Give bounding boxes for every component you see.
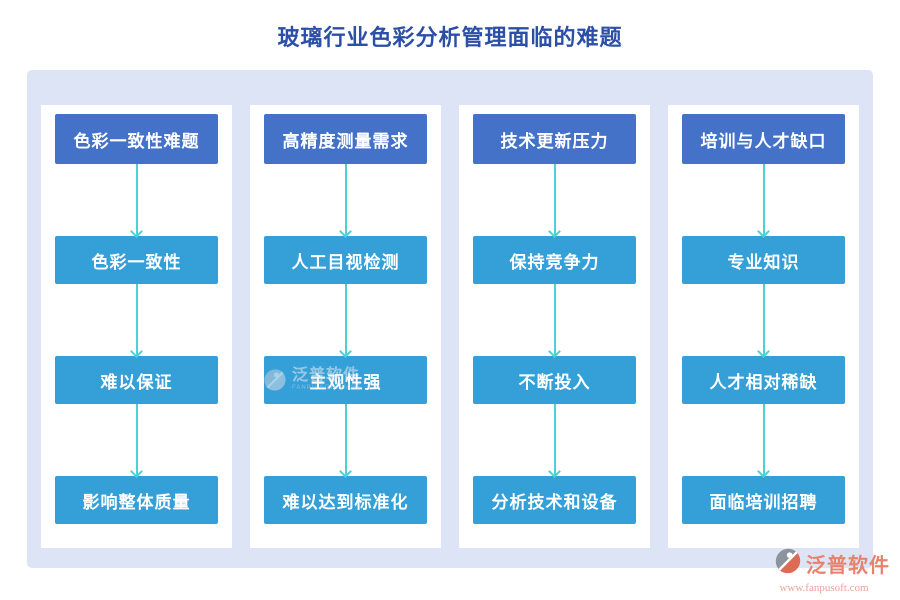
column1-header-box: 色彩一致性难题	[55, 114, 218, 164]
column3-item-box: 分析技术和设备	[473, 476, 636, 524]
column1-item-box: 难以保证	[55, 356, 218, 404]
down-arrow-icon	[264, 284, 427, 358]
column4-header-box: 培训与人才缺口	[682, 114, 845, 164]
column1-item-box: 色彩一致性	[55, 236, 218, 284]
down-arrow-icon	[55, 164, 218, 238]
column3-header-box: 技术更新压力	[473, 114, 636, 164]
footer-url-text: www.fanpusoft.com	[779, 582, 869, 594]
fanpu-logo-icon	[773, 546, 803, 581]
column2-item-box: 人工目视检测	[264, 236, 427, 284]
column-card-3: 技术更新压力 保持竞争力 不断投入 分析技术和设备	[459, 105, 650, 548]
down-arrow-icon	[473, 404, 636, 478]
footer-brand-text: 泛普软件	[806, 555, 890, 577]
down-arrow-icon	[682, 164, 845, 238]
column3-item-box: 不断投入	[473, 356, 636, 404]
column2-item-box: 难以达到标准化	[264, 476, 427, 524]
down-arrow-icon	[55, 404, 218, 478]
down-arrow-icon	[473, 284, 636, 358]
down-arrow-icon	[473, 164, 636, 238]
down-arrow-icon	[682, 284, 845, 358]
column-card-1: 色彩一致性难题 色彩一致性 难以保证 影响整体质量	[41, 105, 232, 548]
diagram-panel: 色彩一致性难题 色彩一致性 难以保证 影响整体质量 高精度测量需求 人工目视检测…	[27, 70, 873, 568]
column2-header-box: 高精度测量需求	[264, 114, 427, 164]
down-arrow-icon	[264, 404, 427, 478]
column1-item-box: 影响整体质量	[55, 476, 218, 524]
column-card-2: 高精度测量需求 人工目视检测 主观性强 难以达到标准化	[250, 105, 441, 548]
down-arrow-icon	[264, 164, 427, 238]
footer-logo: 泛普软件 www.fanpusoft.com	[758, 546, 890, 594]
column3-item-box: 保持竞争力	[473, 236, 636, 284]
down-arrow-icon	[682, 404, 845, 478]
column4-item-box: 人才相对稀缺	[682, 356, 845, 404]
column4-item-box: 面临培训招聘	[682, 476, 845, 524]
page-title: 玻璃行业色彩分析管理面临的难题	[277, 25, 623, 50]
column4-item-box: 专业知识	[682, 236, 845, 284]
column-card-4: 培训与人才缺口 专业知识 人才相对稀缺 面临培训招聘	[668, 105, 859, 548]
down-arrow-icon	[55, 284, 218, 358]
column2-item-box: 主观性强	[264, 356, 427, 404]
